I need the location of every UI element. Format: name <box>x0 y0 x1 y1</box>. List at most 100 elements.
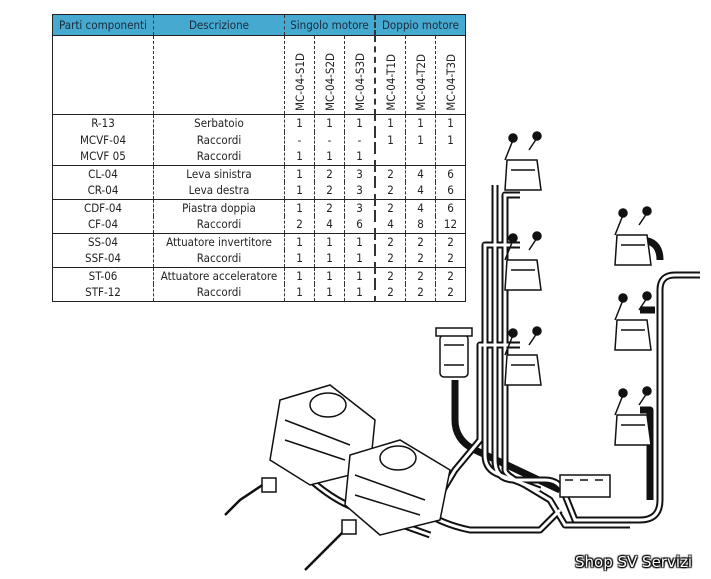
part-description: Leva destra <box>153 182 285 199</box>
quantity-cell: - <box>284 131 315 148</box>
quantity-cell: - <box>344 131 375 148</box>
quantity-cell <box>374 148 406 165</box>
quantity-cell: 6 <box>435 164 466 182</box>
quantity-cell: 2 <box>374 232 406 250</box>
quantity-cell: 4 <box>405 182 436 199</box>
quantity-cell: 2 <box>405 266 436 284</box>
watermark: Shop SV Servizi <box>575 553 693 571</box>
quantity-cell: 1 <box>314 232 345 250</box>
part-code: MCVF-04 <box>79 132 127 147</box>
quantity-cell: 2 <box>435 284 466 301</box>
quantity-cell: 2 <box>435 232 466 250</box>
quantity-cell: 1 <box>284 232 315 250</box>
model-label: MC-04-T3D <box>443 54 458 111</box>
quantity-cell: 1 <box>314 148 345 165</box>
quantity-cell: 1 <box>314 250 345 267</box>
part-code: CDF-04 <box>52 198 154 216</box>
quantity-cell: 2 <box>435 266 466 284</box>
part-description: Raccordi <box>153 131 285 148</box>
quantity-cell: 1 <box>344 148 375 165</box>
quantity-cell: 1 <box>344 266 375 284</box>
part-description: Attuatore acceleratore <box>153 266 285 284</box>
model-label: MC-04-T1D <box>383 54 398 111</box>
quantity-cell: 6 <box>344 216 375 233</box>
quantity-cell: - <box>314 131 345 148</box>
quantity-cell: 1 <box>284 148 315 165</box>
quantity-cell: 6 <box>435 198 466 216</box>
quantity-cell: 2 <box>314 198 345 216</box>
quantity-cell: 2 <box>284 216 315 233</box>
quantity-cell: 1 <box>344 250 375 267</box>
quantity-cell: 1 <box>374 114 406 132</box>
header-twin-engine: Doppio motore <box>374 14 466 36</box>
quantity-cell: 2 <box>405 284 436 301</box>
control-levers <box>504 131 652 446</box>
model-label: MC-04-S1D <box>292 53 307 111</box>
quantity-cell: 1 <box>435 114 466 132</box>
quantity-cell: 2 <box>405 250 436 267</box>
quantity-cell: 3 <box>344 198 375 216</box>
quantity-cell: 12 <box>435 216 466 233</box>
quantity-cell: 2 <box>435 250 466 267</box>
quantity-cell <box>405 148 436 165</box>
table-header-row: Parti componenti Descrizione Singolo mot… <box>52 14 466 36</box>
part-code: CF-04 <box>87 217 119 232</box>
quantity-cell: 1 <box>405 131 436 148</box>
quantity-cell: 1 <box>405 114 436 132</box>
part-description: Serbatoio <box>153 114 285 132</box>
part-code: CR-04 <box>87 183 119 198</box>
quantity-cell: 1 <box>344 114 375 132</box>
quantity-cell: 2 <box>405 232 436 250</box>
part-description: Leva sinistra <box>153 164 285 182</box>
part-code: R-13 <box>91 116 115 131</box>
engines <box>224 384 451 571</box>
quantity-cell: 1 <box>344 232 375 250</box>
part-code: MCVF 05 <box>80 149 126 164</box>
quantity-cell: 1 <box>284 284 315 301</box>
part-code: CL-04 <box>52 164 154 182</box>
quantity-cell: 4 <box>374 216 406 233</box>
part-description: Raccordi <box>153 148 285 165</box>
quantity-cell: 1 <box>314 114 345 132</box>
part-code: STF-12 <box>85 285 121 300</box>
quantity-cell: 1 <box>435 131 466 148</box>
quantity-cell: 4 <box>405 164 436 182</box>
quantity-cell: 4 <box>405 198 436 216</box>
quantity-cell: 1 <box>314 284 345 301</box>
quantity-cell: 1 <box>284 164 315 182</box>
quantity-cell: 2 <box>374 266 406 284</box>
quantity-cell <box>435 148 466 165</box>
quantity-cell: 1 <box>284 250 315 267</box>
part-code: SSF-04 <box>85 251 121 266</box>
quantity-cell: 1 <box>284 182 315 199</box>
quantity-cell: 6 <box>435 182 466 199</box>
quantity-cell: 1 <box>284 114 315 132</box>
model-label: MC-04-S2D <box>322 53 337 111</box>
quantity-cell: 2 <box>314 182 345 199</box>
quantity-cell: 1 <box>284 266 315 284</box>
model-row: MC-04-S1D MC-04-S2D MC-04-S3D MC-04-T1D … <box>52 35 466 115</box>
quantity-cell: 4 <box>314 216 345 233</box>
model-label: MC-04-S3D <box>352 53 367 111</box>
header-parts: Parti componenti <box>52 14 154 36</box>
quantity-cell: 2 <box>374 182 406 199</box>
part-description: Raccordi <box>153 284 285 301</box>
quantity-cell: 2 <box>314 164 345 182</box>
part-code: SS-04 <box>52 232 154 250</box>
quantity-cell: 1 <box>344 284 375 301</box>
distribution-block <box>559 474 611 498</box>
header-description: Descrizione <box>153 14 285 36</box>
quantity-cell: 1 <box>284 198 315 216</box>
quantity-cell: 2 <box>374 164 406 182</box>
part-description: Attuatore invertitore <box>153 232 285 250</box>
header-single-engine: Singolo motore <box>284 14 375 36</box>
